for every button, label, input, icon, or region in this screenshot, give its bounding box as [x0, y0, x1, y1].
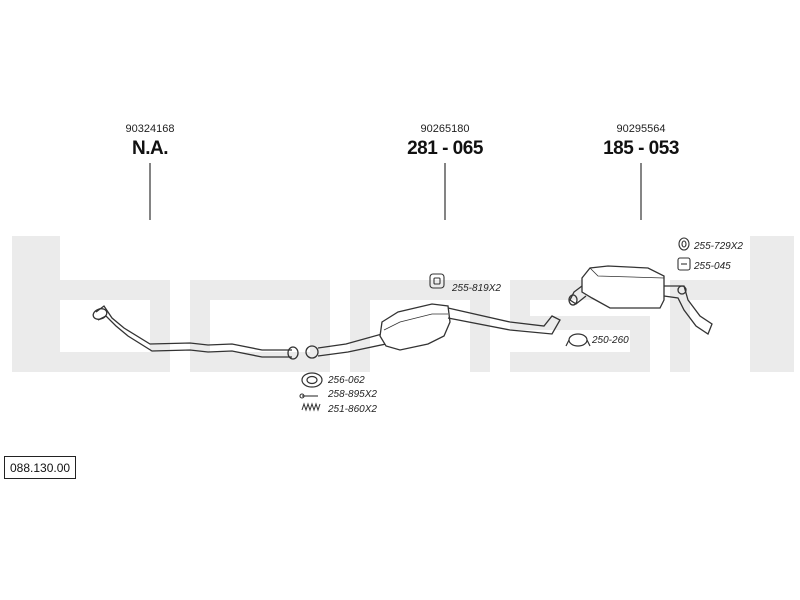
gasket-icon [301, 372, 323, 388]
part-number-1: N.A. [132, 138, 169, 159]
fitting-label-255-819: 255-819X2 [452, 283, 501, 294]
fitting-label-256-062: 256-062 [328, 375, 365, 386]
fitting-label-258-895: 258-895X2 [328, 389, 377, 400]
rubber-mount-icon-2 [677, 257, 691, 271]
front-pipe [92, 305, 299, 360]
oem-number-2: 90265180 [420, 123, 470, 135]
fitting-label-255-729: 255-729X2 [694, 241, 743, 252]
fitting-label-255-045: 255-045 [694, 261, 731, 272]
rubber-ring-icon [678, 237, 690, 251]
fitting-label-251-860: 251-860X2 [328, 404, 377, 415]
fitting-label-250-260: 250-260 [592, 335, 629, 346]
rubber-mount-icon [429, 273, 445, 289]
part-number-3: 185 - 053 [603, 138, 679, 159]
oem-number-1: 90324168 [125, 123, 175, 135]
watermark-logo [12, 236, 794, 372]
bolt-icon [299, 393, 318, 399]
rear-silencer [568, 265, 713, 335]
part-number-2: 281 - 065 [407, 138, 483, 159]
diagram-code: 088.130.00 [4, 456, 77, 479]
middle-silencer [305, 303, 561, 359]
clamp-icon [565, 333, 591, 347]
oem-number-3: 90295564 [616, 123, 666, 135]
spring-icon [301, 402, 321, 412]
